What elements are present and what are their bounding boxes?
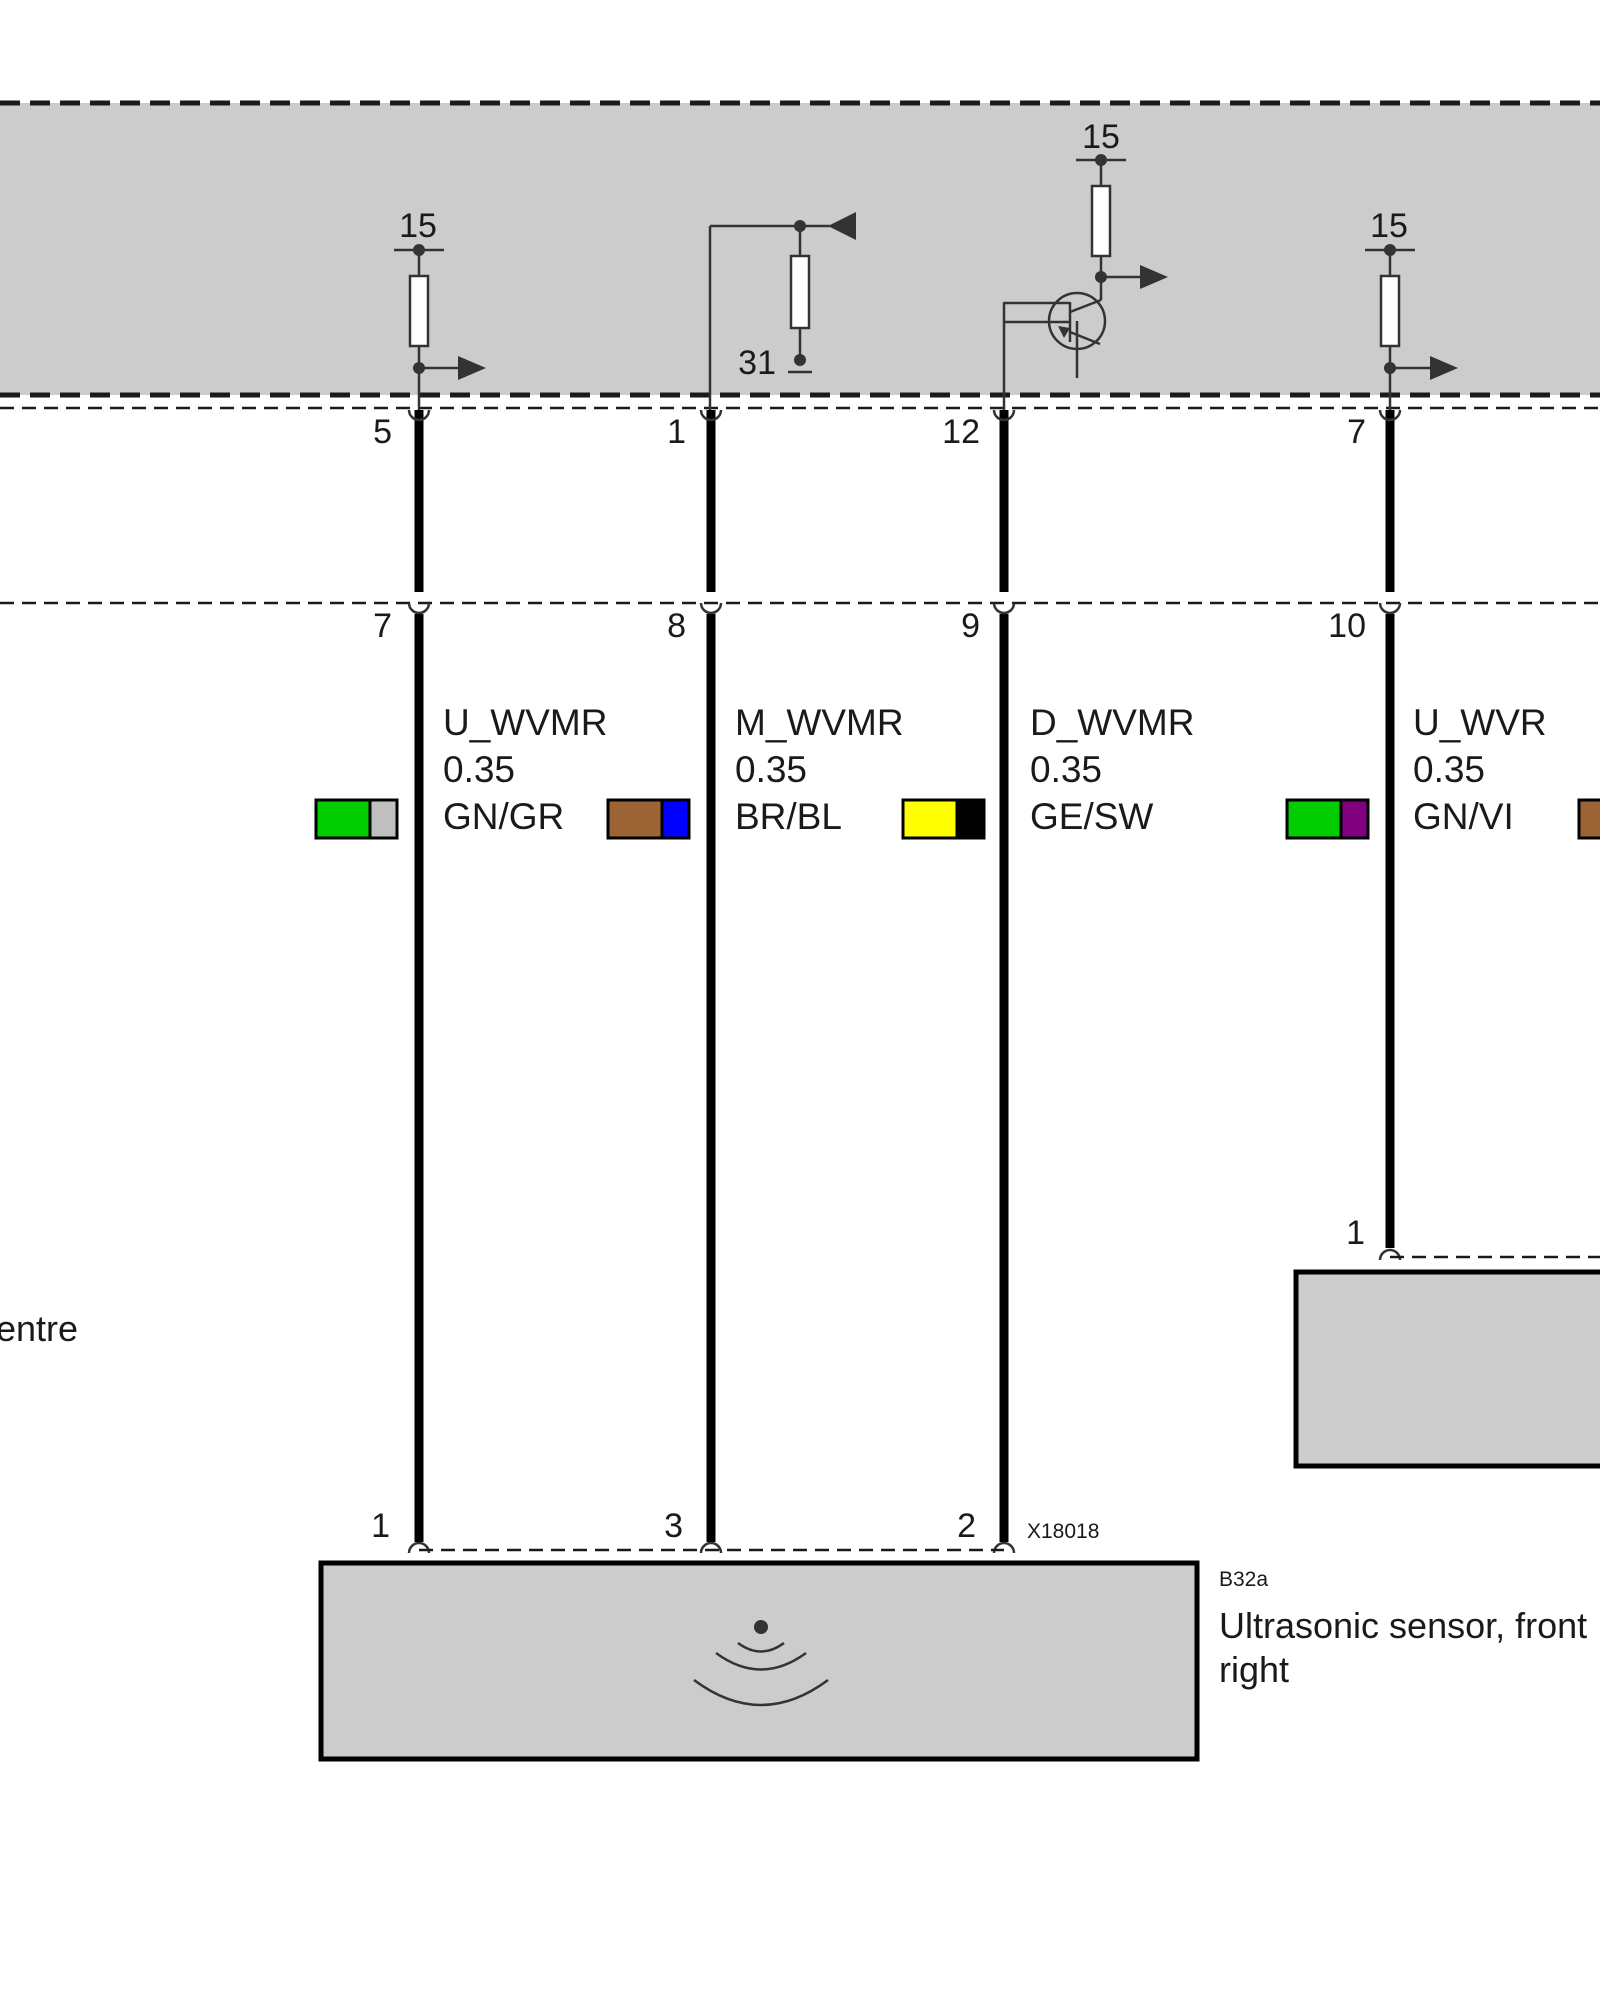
inline-connector-pin-1: 7 <box>373 607 392 645</box>
wire-color-swatch-primary <box>606 798 664 840</box>
right-component: 1 <box>1293 1214 1600 1469</box>
ultrasonic-wave-icon <box>693 1620 829 1707</box>
control-unit-pin-1: 5 <box>373 413 392 451</box>
sensor-connector: 1 3 2 X18018 <box>371 1507 1099 1552</box>
right-component-pin: 1 <box>1346 1214 1365 1252</box>
partial-component-label: entre <box>0 1308 78 1349</box>
wire-signal-name: D_WVMR <box>1030 702 1194 743</box>
sensor-pin-1: 1 <box>371 1507 390 1545</box>
sensor-name-line1: Ultrasonic sensor, front <box>1219 1605 1587 1646</box>
output-arrow-icon <box>458 356 486 380</box>
control-unit-pin-2: 1 <box>667 413 686 451</box>
resistor-4 <box>1379 274 1401 348</box>
resistor-3 <box>1090 184 1112 258</box>
wire-color-swatch-partial <box>1577 798 1600 840</box>
control-unit-pin-4: 7 <box>1347 413 1366 451</box>
wire-signal-name: U_WVR <box>1413 702 1547 743</box>
right-component-body <box>1293 1269 1600 1469</box>
sensor-name-line2: right <box>1219 1649 1289 1690</box>
sensor-body <box>318 1560 1200 1762</box>
ultrasonic-sensor: B32a Ultrasonic sensor, front right <box>318 1560 1587 1762</box>
output-arrow-icon <box>1140 265 1168 289</box>
wire-color-swatch-primary <box>314 798 372 840</box>
wire-color-code: BR/BL <box>735 796 842 837</box>
wire-color-code: GN/VI <box>1413 796 1514 837</box>
transistor-circuit: 15 <box>1002 118 1168 410</box>
inline-connector-pin-3: 9 <box>961 607 980 645</box>
wires <box>414 410 1395 1542</box>
wire-color-swatch-secondary <box>1339 798 1370 840</box>
wire-color-code: GN/GR <box>443 796 564 837</box>
sensor-pin-3: 2 <box>957 1507 976 1545</box>
control-unit-pin-3: 12 <box>942 413 980 451</box>
sensor-id: B32a <box>1219 1568 1268 1591</box>
wire-cross-section: 0.35 <box>443 749 515 790</box>
connector-id: X18018 <box>1027 1520 1099 1543</box>
inline-connector-pin-4: 10 <box>1328 607 1366 645</box>
resistor-2 <box>789 254 811 330</box>
wire-color-swatch-secondary <box>660 798 691 840</box>
wire-cross-section: 0.35 <box>1030 749 1102 790</box>
wire-label-4: U_WVR 0.35 GN/VI <box>1285 702 1547 840</box>
wire-label-2: M_WVMR 0.35 BR/BL <box>606 702 904 840</box>
wire-label-3: D_WVMR 0.35 GE/SW <box>901 702 1194 840</box>
pin-arcs <box>407 409 1402 1554</box>
pulldown-resistor-circuit: 31 <box>708 212 856 410</box>
sensor-pin-2: 3 <box>664 1507 683 1545</box>
supply-label-2: 15 <box>1082 118 1120 156</box>
pullup-resistor-circuit-1: 15 <box>394 207 486 410</box>
output-arrow-icon <box>1430 356 1458 380</box>
ground-label: 31 <box>738 344 776 382</box>
input-arrow-icon <box>828 212 856 240</box>
wire-signal-name: M_WVMR <box>735 702 904 743</box>
wire-label-1: U_WVMR 0.35 GN/GR <box>314 702 607 840</box>
wire-color-swatch-primary <box>901 798 959 840</box>
supply-label-3: 15 <box>1370 207 1408 245</box>
wire-color-swatch-secondary <box>368 798 399 840</box>
resistor-1 <box>408 274 430 348</box>
supply-label-1: 15 <box>399 207 437 245</box>
pullup-resistor-circuit-2: 15 <box>1365 207 1458 410</box>
wire-cross-section: 0.35 <box>1413 749 1485 790</box>
wire-color-swatch-secondary <box>955 798 986 840</box>
inline-connector-pin-2: 8 <box>667 607 686 645</box>
wire-signal-name: U_WVMR <box>443 702 607 743</box>
wire-color-swatch-primary <box>1285 798 1343 840</box>
wire-cross-section: 0.35 <box>735 749 807 790</box>
junction-dot <box>794 354 806 366</box>
wire-color-code: GE/SW <box>1030 796 1153 837</box>
